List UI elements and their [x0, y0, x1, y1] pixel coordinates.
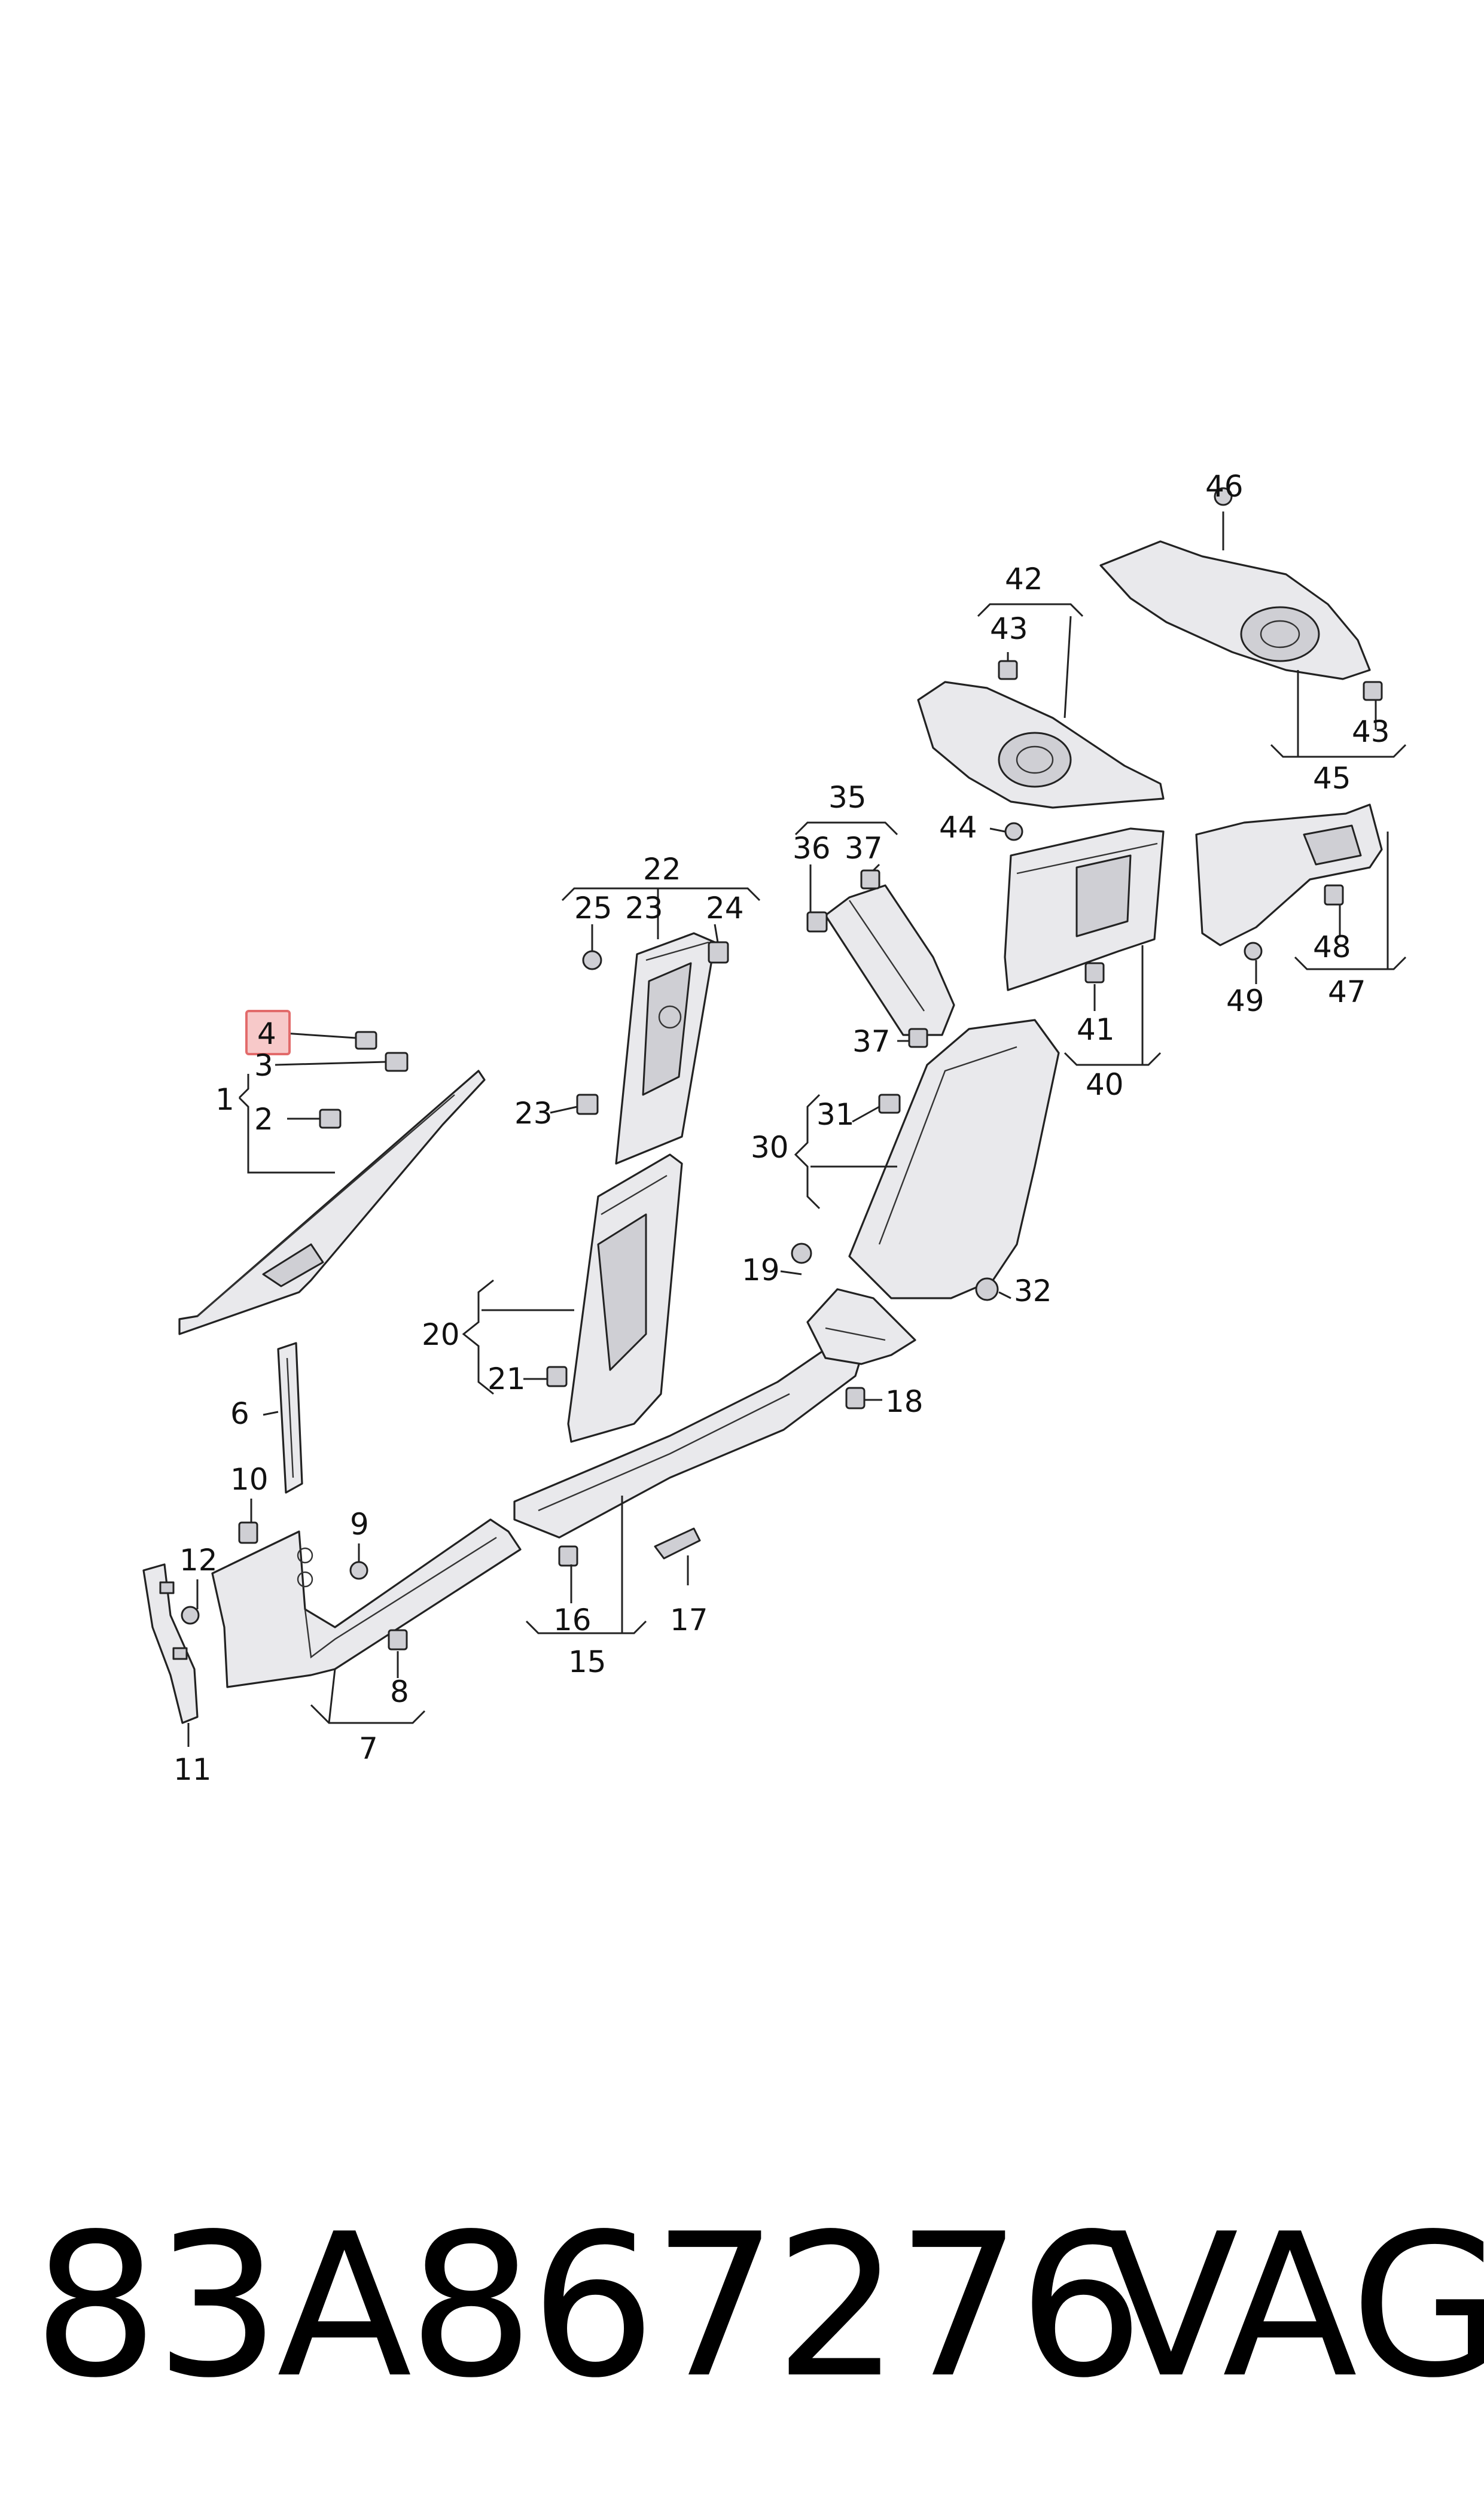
leader-lines [187, 511, 1407, 1747]
callout-44: 44 [939, 810, 977, 845]
callout-46: 46 [1205, 469, 1244, 504]
screw-19 [791, 1243, 812, 1264]
rear-upper-housing [1099, 540, 1371, 680]
screw-9 [349, 1561, 368, 1580]
clip-43 [998, 660, 1018, 680]
callout-43b: 43 [1352, 714, 1390, 749]
front-kick-panel [211, 1518, 522, 1688]
b-pillar-upper-trim [615, 932, 716, 1165]
a-pillar-trim [178, 1070, 486, 1335]
side-bracket [142, 1563, 199, 1724]
floor-bracket [806, 1288, 916, 1365]
callout-35: 35 [828, 780, 867, 815]
clip-48 [1324, 884, 1344, 906]
speaker-housing [917, 681, 1165, 809]
pillar-strip [277, 1342, 303, 1494]
callout-49: 49 [1226, 984, 1264, 1018]
callout-23b: 23 [514, 1096, 553, 1131]
callout-22: 22 [643, 852, 681, 887]
clip-24 [708, 941, 729, 964]
clip-2 [319, 1109, 342, 1129]
callout-23a: 23 [625, 891, 663, 925]
clip-32 [975, 1277, 999, 1301]
callout-21: 21 [487, 1362, 526, 1396]
callout-45: 45 [1313, 761, 1351, 796]
clip-17 [654, 1527, 701, 1560]
callout-36: 36 [793, 831, 831, 866]
clip-16 [558, 1545, 578, 1567]
callout-32: 32 [1014, 1274, 1052, 1308]
rear-sill-panel [513, 1336, 869, 1539]
fasteners [181, 487, 1383, 1651]
callout-16: 16 [553, 1603, 592, 1637]
b-pillar-lower-trim [567, 1153, 683, 1443]
c-pillar-upper-trim [824, 884, 955, 1036]
callout-31: 31 [816, 1097, 855, 1132]
clip-21 [546, 1366, 568, 1387]
rear-quarter-panel [1004, 827, 1165, 991]
clip-31 [878, 1094, 901, 1114]
callout-19: 19 [742, 1253, 780, 1287]
clip-18 [845, 1387, 866, 1409]
clip-10 [238, 1521, 258, 1544]
callout-2: 2 [254, 1102, 273, 1137]
callout-10: 10 [230, 1462, 269, 1497]
clip-36 [806, 911, 828, 933]
clip-49 [1244, 942, 1263, 961]
parts-diagram: 1 2 3 4 6 7 8 9 10 11 12 15 16 17 18 19 … [142, 469, 1407, 1787]
callout-40: 40 [1086, 1067, 1124, 1102]
callout-labels: 1 2 3 4 6 7 8 9 10 11 12 15 16 17 18 19 … [173, 469, 1390, 1787]
callout-3: 3 [254, 1048, 273, 1083]
clip-43b [1363, 681, 1383, 701]
brand-name: VAG [1104, 2191, 1484, 2421]
callout-20: 20 [422, 1317, 460, 1352]
clip-3 [385, 1052, 409, 1072]
callout-15: 15 [568, 1645, 607, 1679]
clip-8 [388, 1629, 408, 1651]
callout-7: 7 [359, 1731, 378, 1766]
callout-1: 1 [215, 1082, 234, 1117]
clip-4 [355, 1031, 377, 1050]
callout-9: 9 [350, 1507, 369, 1542]
screw-46 [1214, 487, 1233, 506]
screw-12 [181, 1606, 200, 1625]
callout-41: 41 [1077, 1012, 1115, 1047]
callout-48: 48 [1313, 930, 1351, 964]
callout-17: 17 [670, 1603, 708, 1637]
screw-25 [582, 950, 602, 970]
clip-41 [1084, 962, 1105, 984]
callout-25: 25 [574, 891, 613, 925]
footer: 83A867276 VAG [0, 2208, 1484, 2405]
part-number: 83A867276 [33, 2191, 1144, 2421]
callout-42: 42 [1005, 562, 1043, 596]
callout-11: 11 [173, 1752, 212, 1787]
callout-30: 30 [751, 1130, 789, 1165]
clip-23 [576, 1094, 599, 1115]
c-pillar-lower-trim [848, 1019, 1060, 1299]
callout-6: 6 [230, 1396, 249, 1431]
callout-37a: 37 [845, 831, 883, 866]
callout-4-highlight [245, 1010, 291, 1055]
clip-37 [908, 1028, 928, 1048]
callout-18: 18 [885, 1384, 924, 1419]
clip-37b [860, 869, 880, 890]
callout-4[interactable]: 4 [257, 1016, 276, 1051]
callout-37b: 37 [852, 1024, 891, 1059]
clip-44 [1004, 822, 1023, 841]
callout-43a: 43 [990, 611, 1028, 646]
callout-47: 47 [1328, 975, 1366, 1009]
rear-side-trim [1195, 803, 1383, 946]
callout-12: 12 [179, 1543, 218, 1578]
callout-24: 24 [706, 891, 744, 925]
callout-8: 8 [390, 1674, 409, 1709]
